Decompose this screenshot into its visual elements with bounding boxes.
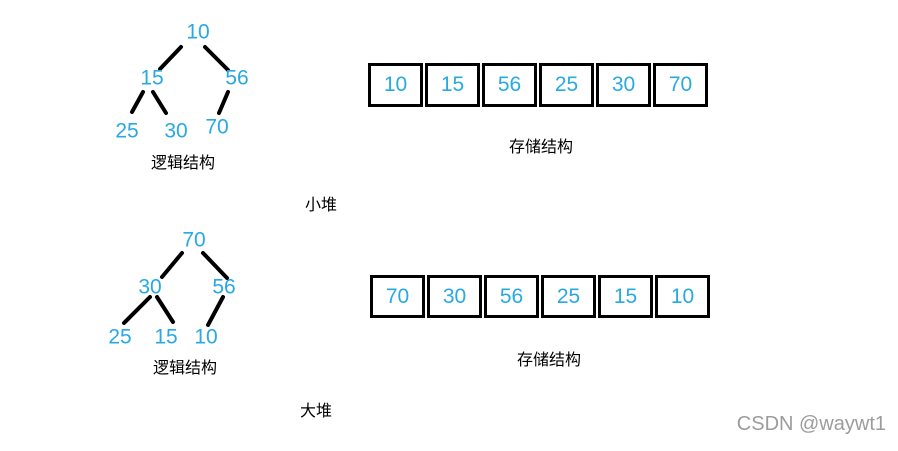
min-heap-array: 10 15 56 25 30 70 <box>368 63 708 107</box>
min-tree-node-left-left: 25 <box>115 119 139 143</box>
min-tree-node-root: 10 <box>186 20 210 44</box>
max-edge-left-rightchild <box>155 295 175 324</box>
min-section-title: 小堆 <box>304 197 338 214</box>
max-array-cell: 70 <box>370 275 425 318</box>
min-tree-node-left-right: 30 <box>164 119 188 143</box>
min-edge-left-leftchild <box>130 90 145 114</box>
max-tree-node-left: 30 <box>138 275 162 299</box>
min-edge-right-leftchild <box>217 90 230 115</box>
max-array-cell: 56 <box>484 275 539 318</box>
min-array-cell: 10 <box>368 63 423 107</box>
max-array-cell: 15 <box>598 275 653 318</box>
min-array-label: 存储结构 <box>508 139 574 156</box>
csdn-watermark: CSDN @waywt1 <box>736 413 886 435</box>
min-tree-node-right: 56 <box>225 66 249 90</box>
max-edge-root-left <box>160 251 184 279</box>
max-array-cell: 30 <box>427 275 482 318</box>
max-tree-node-left-left: 25 <box>108 325 132 349</box>
min-array-cell: 70 <box>653 63 708 107</box>
max-tree-node-right: 56 <box>212 275 236 299</box>
max-tree-node-root: 70 <box>182 228 206 252</box>
max-tree-node-right-left: 10 <box>194 325 218 349</box>
max-array-cell: 25 <box>541 275 596 318</box>
max-edge-root-right <box>201 251 229 280</box>
max-section-title: 大堆 <box>299 403 333 420</box>
min-tree-label: 逻辑结构 <box>150 155 216 172</box>
max-array-label: 存储结构 <box>516 352 582 369</box>
min-tree-node-right-left: 70 <box>205 115 229 139</box>
min-array-cell: 30 <box>596 63 651 107</box>
min-array-cell: 25 <box>539 63 594 107</box>
max-edge-left-leftchild <box>122 295 152 325</box>
max-tree-node-left-right: 15 <box>154 325 178 349</box>
min-tree-node-left: 15 <box>140 66 164 90</box>
min-array-cell: 56 <box>482 63 537 107</box>
max-tree-label: 逻辑结构 <box>152 360 218 377</box>
min-edge-left-rightchild <box>151 90 168 115</box>
max-edge-right-leftchild <box>206 295 225 327</box>
max-heap-array: 70 30 56 25 15 10 <box>370 275 710 318</box>
max-array-cell: 10 <box>655 275 710 318</box>
min-array-cell: 15 <box>425 63 480 107</box>
